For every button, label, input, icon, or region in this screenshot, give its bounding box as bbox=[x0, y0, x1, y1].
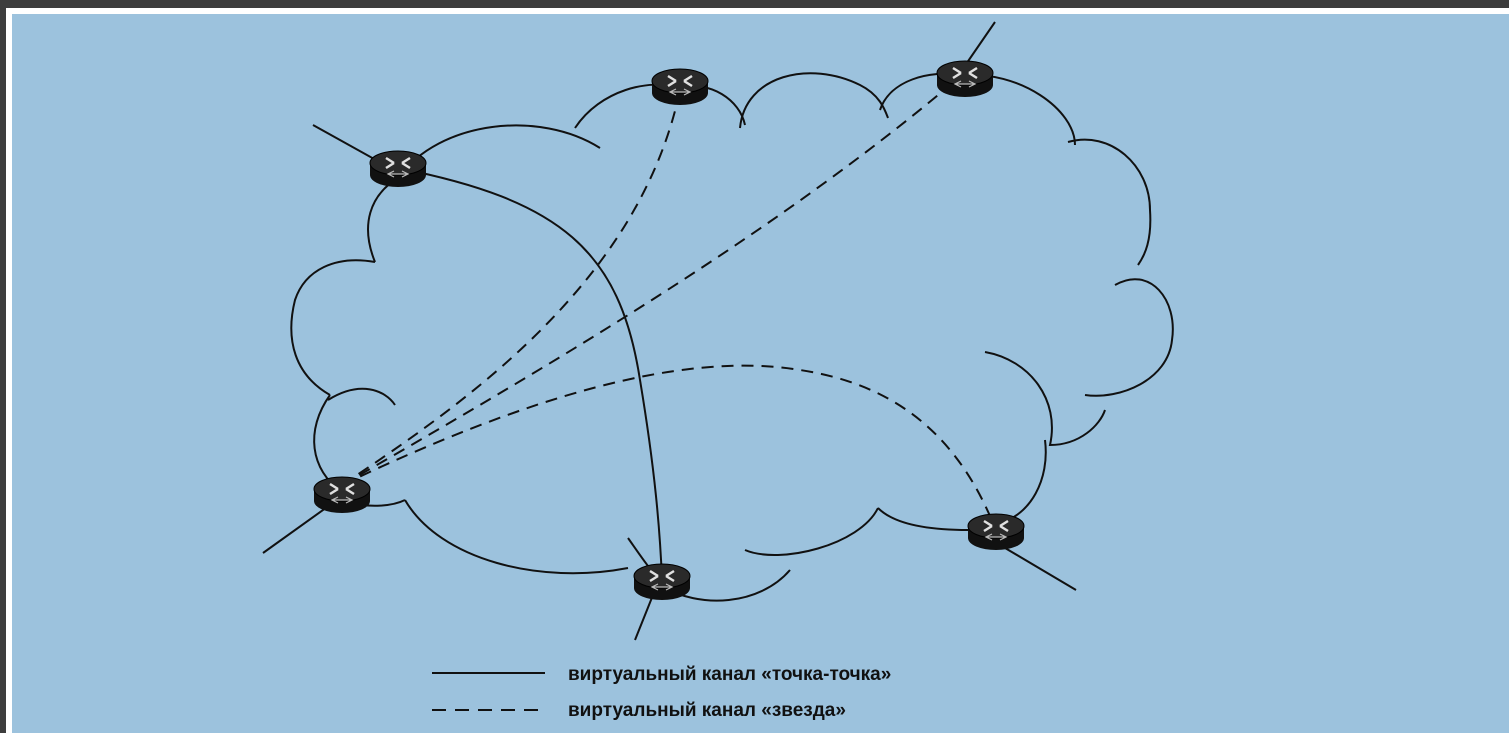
router-right bbox=[966, 512, 1026, 552]
router-top-center bbox=[650, 67, 710, 107]
legend-dashed-label: виртуальный канал «звезда» bbox=[568, 700, 846, 721]
router-top-left bbox=[368, 149, 428, 189]
router-left bbox=[312, 475, 372, 515]
point-to-point-links bbox=[397, 167, 663, 581]
router-bottom-center bbox=[632, 562, 692, 602]
legend-solid-label: виртуальный канал «точка-точка» bbox=[568, 664, 891, 685]
cloud-outline bbox=[290, 72, 1174, 602]
star-links bbox=[341, 74, 996, 529]
diagram-panel bbox=[12, 14, 1509, 733]
external-links bbox=[262, 21, 1077, 641]
router-top-right bbox=[935, 59, 995, 99]
legend: виртуальный канал «точка-точка» виртуаль… bbox=[432, 664, 891, 721]
